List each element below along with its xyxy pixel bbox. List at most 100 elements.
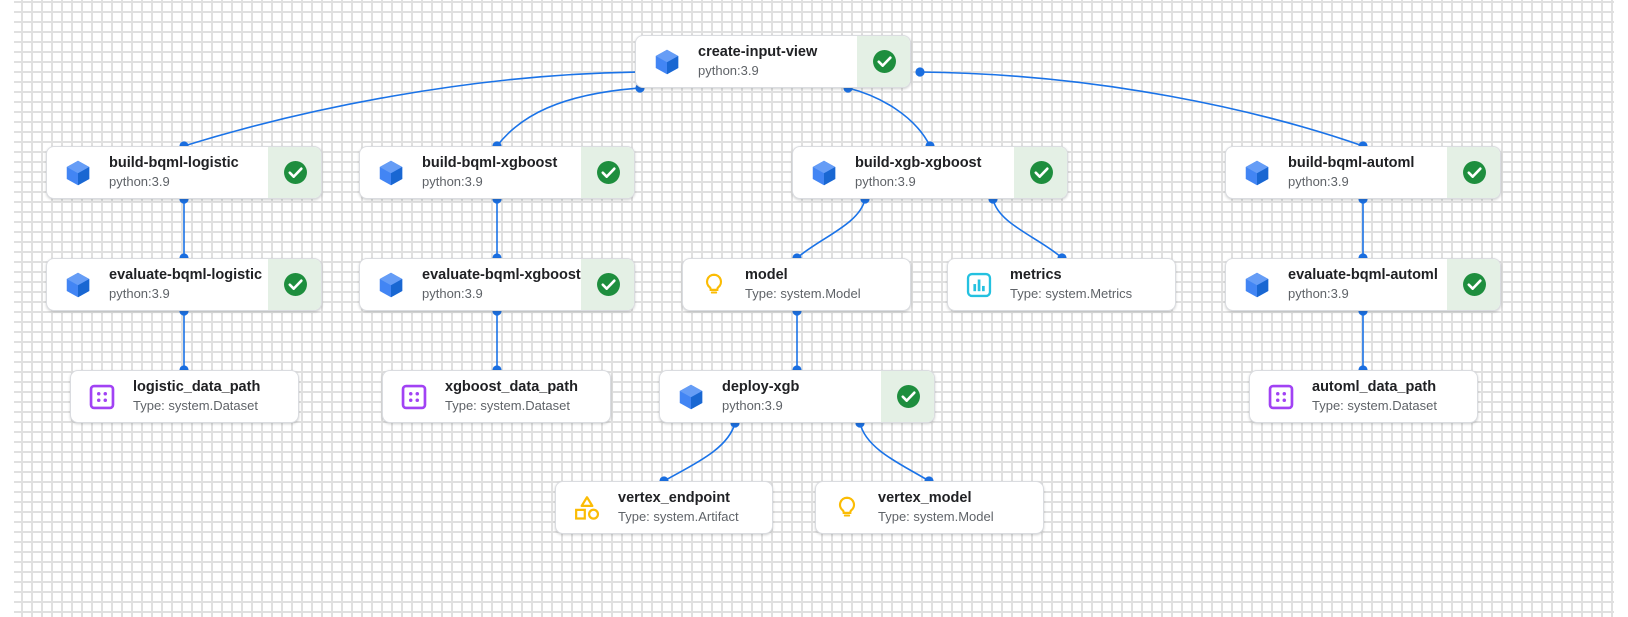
cube-icon bbox=[376, 270, 406, 300]
check-circle-icon bbox=[1462, 273, 1486, 296]
node-title: logistic_data_path bbox=[133, 378, 261, 395]
status-badge-succeeded[interactable] bbox=[857, 36, 910, 87]
node-title: deploy-xgb bbox=[722, 378, 800, 395]
node-text: build-bqml-automl python:3.9 bbox=[1288, 154, 1414, 191]
node-subtitle: Type: system.Metrics bbox=[1010, 286, 1133, 302]
status-badge-succeeded[interactable] bbox=[1447, 259, 1500, 310]
status-badge-succeeded[interactable] bbox=[581, 147, 634, 198]
check-circle-icon bbox=[1029, 161, 1053, 184]
node-body[interactable]: build-bqml-automl python:3.9 bbox=[1226, 147, 1447, 198]
node-title: automl_data_path bbox=[1312, 378, 1437, 395]
node-title: build-bqml-automl bbox=[1288, 154, 1415, 171]
bar-chart-icon bbox=[964, 270, 994, 300]
edge-create-input-view-to-build-xgb-xgboost bbox=[847, 87, 931, 147]
node-subtitle: python:3.9 bbox=[422, 286, 483, 302]
node-title: metrics bbox=[1010, 266, 1062, 283]
node-subtitle: python:3.9 bbox=[109, 174, 170, 190]
node-title: vertex_model bbox=[878, 489, 972, 506]
node-subtitle: python:3.9 bbox=[855, 174, 916, 190]
node-evaluate-bqml-automl[interactable]: evaluate-bqml-automl python:3.9 bbox=[1225, 258, 1501, 311]
node-subtitle: Type: system.Model bbox=[878, 509, 994, 525]
node-text: evaluate-bqml-automl python:3.9 bbox=[1288, 266, 1438, 303]
node-subtitle: Type: system.Artifact bbox=[618, 509, 739, 525]
edge-create-input-view-to-build-bqml-automl bbox=[919, 71, 1364, 147]
cube-icon bbox=[1242, 270, 1272, 300]
canvas-left-fade bbox=[0, 0, 14, 617]
node-subtitle: python:3.9 bbox=[722, 398, 783, 414]
cube-icon bbox=[652, 47, 682, 77]
dataset-icon bbox=[399, 382, 429, 412]
dataset-icon bbox=[87, 382, 117, 412]
status-badge-succeeded[interactable] bbox=[581, 259, 634, 310]
node-title: model bbox=[745, 266, 788, 283]
node-subtitle: python:3.9 bbox=[109, 286, 170, 302]
node-subtitle: python:3.9 bbox=[1288, 286, 1349, 302]
node-title: create-input-view bbox=[698, 43, 818, 60]
port-dot-source[interactable] bbox=[915, 67, 925, 77]
cube-icon bbox=[63, 158, 93, 188]
status-badge-succeeded[interactable] bbox=[268, 147, 321, 198]
node-deploy-xgb[interactable]: deploy-xgb python:3.9 bbox=[659, 370, 935, 423]
status-badge-succeeded[interactable] bbox=[268, 259, 321, 310]
lightbulb-icon bbox=[699, 270, 729, 300]
node-build-bqml-automl[interactable]: build-bqml-automl python:3.9 bbox=[1225, 146, 1501, 199]
node-title: vertex_endpoint bbox=[618, 489, 730, 506]
node-title: evaluate-bqml-automl bbox=[1288, 266, 1438, 283]
cube-icon bbox=[676, 382, 706, 412]
cube-icon bbox=[809, 158, 839, 188]
edge-deploy-xgb-to-vertex_endpoint bbox=[663, 422, 736, 482]
node-body[interactable]: evaluate-bqml-automl python:3.9 bbox=[1226, 259, 1447, 310]
check-circle-icon bbox=[283, 161, 307, 184]
edge-create-input-view-to-build-bqml-logistic bbox=[183, 71, 641, 147]
edge-build-xgb-xgboost-to-model bbox=[796, 198, 866, 259]
node-subtitle: python:3.9 bbox=[1288, 174, 1349, 190]
cube-icon bbox=[1242, 158, 1272, 188]
edge-deploy-xgb-to-vertex_model bbox=[859, 422, 930, 482]
lightbulb-icon bbox=[832, 493, 862, 523]
node-subtitle: Type: system.Dataset bbox=[1312, 398, 1437, 414]
node-text: deploy-xgb python:3.9 bbox=[722, 378, 799, 415]
node-title: xgboost_data_path bbox=[445, 378, 578, 395]
check-circle-icon bbox=[596, 273, 620, 296]
status-badge-succeeded[interactable] bbox=[1014, 147, 1067, 198]
cube-icon bbox=[376, 158, 406, 188]
status-badge-succeeded[interactable] bbox=[881, 371, 934, 422]
node-body[interactable]: deploy-xgb python:3.9 bbox=[660, 371, 881, 422]
status-badge-succeeded[interactable] bbox=[1447, 147, 1500, 198]
